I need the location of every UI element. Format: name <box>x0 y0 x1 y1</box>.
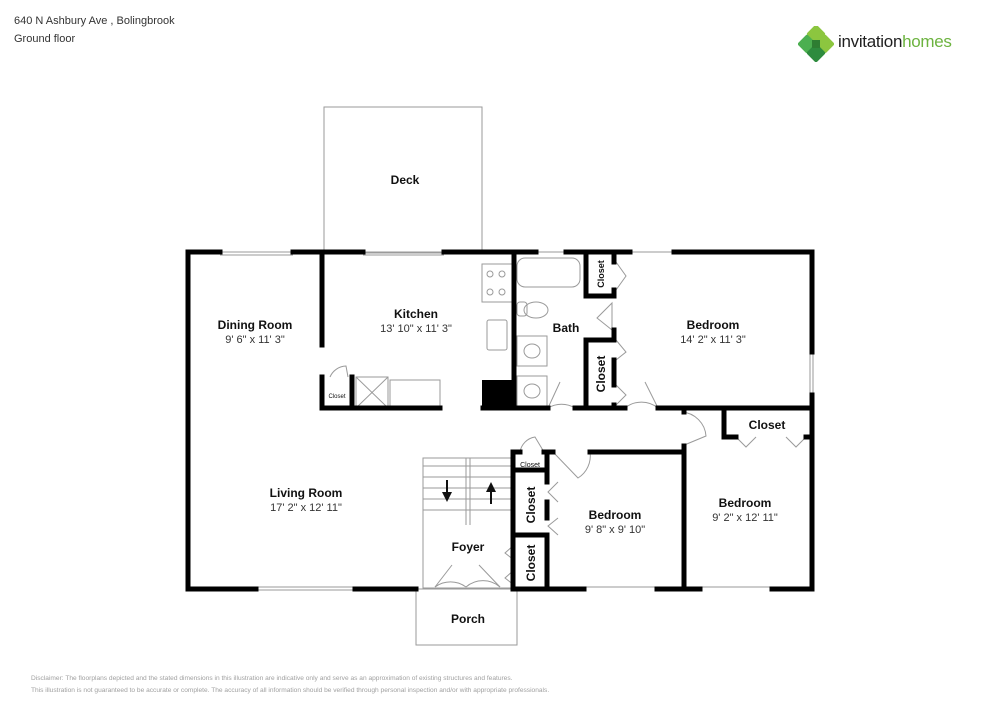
kitchen-label: Kitchen <box>394 307 438 321</box>
porch-label: Porch <box>451 612 485 626</box>
bedroom-2-label: Bedroom <box>589 508 642 522</box>
master-bedroom-dimensions: 14' 2" x 11' 3" <box>680 334 746 346</box>
bedroom-2-bottom-closet-label: Closet <box>524 545 538 582</box>
bath-label: Bath <box>553 321 580 335</box>
dining-room-label: Dining Room <box>218 318 293 332</box>
porch-outline <box>415 588 518 646</box>
bath-top-closet-label: Closet <box>596 260 606 288</box>
foyer-label: Foyer <box>452 540 485 554</box>
living-room-dimensions: 17' 2" x 12' 11" <box>270 502 342 514</box>
logo-word-homes: homes <box>902 32 952 51</box>
bath-bottom-closet-label: Closet <box>594 356 608 393</box>
disclaimer-line-2: This illustration is not guaranteed to b… <box>31 687 550 694</box>
floor-label: Ground floor <box>14 33 76 45</box>
bedroom-2-top-closet-label: Closet <box>524 487 538 524</box>
disclaimer-line-1: Disclaimer: The floorplans depicted and … <box>31 675 513 682</box>
property-address: 640 N Ashbury Ave , Bolingbrook <box>14 15 175 27</box>
bedroom-2-dimensions: 9' 8" x 9' 10" <box>585 524 645 536</box>
master-bedroom-label: Bedroom <box>687 318 740 332</box>
hall-closet-label: Closet <box>520 462 540 469</box>
bedroom-3-label: Bedroom <box>719 496 772 510</box>
deck-outline <box>323 106 483 254</box>
bedroom-3-dimensions: 9' 2" x 12' 11" <box>712 512 778 524</box>
invitation-homes-logo: invitationhomes <box>797 24 998 63</box>
clover-logo-icon <box>797 24 835 63</box>
living-room-label: Living Room <box>270 486 343 500</box>
bedroom-3-closet-label: Closet <box>749 418 786 432</box>
kitchen-dimensions: 13' 10" x 11' 3" <box>380 323 452 335</box>
kitchen-closet-label: Closet <box>328 394 345 400</box>
deck-label: Deck <box>391 173 420 187</box>
dining-room-dimensions: 9' 6" x 11' 3" <box>225 334 285 346</box>
logo-word-invitation: invitation <box>838 32 903 51</box>
